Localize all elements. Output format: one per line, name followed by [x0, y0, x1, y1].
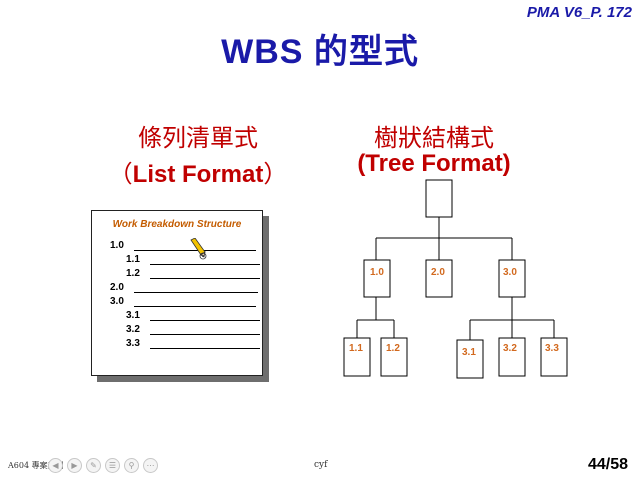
tree-label: 1.0 — [370, 267, 384, 278]
list-format-heading-en: （List Format） — [95, 154, 301, 189]
tree-format-heading-zh: 樹狀結構式 — [374, 124, 494, 152]
list-item-line — [150, 278, 260, 279]
more-icon[interactable]: ⋯ — [143, 458, 158, 473]
tree-root-box — [425, 179, 453, 218]
tree-label: 1.1 — [349, 343, 363, 354]
prev-icon[interactable]: ◀ — [48, 458, 63, 473]
tree-label: 2.0 — [431, 267, 445, 278]
paren-close: ） — [263, 160, 288, 188]
tree-label: 3.1 — [462, 347, 476, 358]
tree-node-3-0 — [498, 259, 526, 298]
tree-node-1-0 — [363, 259, 391, 298]
list-format-label: List Format — [132, 161, 264, 188]
slide-title: WBS 的型式 — [221, 33, 419, 71]
list-item: 3.3 — [92, 338, 262, 352]
list-item-number: 3.0 — [110, 296, 124, 307]
tree-label: 3.0 — [503, 267, 517, 278]
list-item: 2.0 — [92, 282, 262, 296]
wbs-list-document: Work Breakdown Structure 1.0 1.1 1.2 2.0… — [91, 210, 263, 376]
list-item-line — [150, 264, 260, 265]
list-item-number: 2.0 — [110, 282, 124, 293]
slide-nav-bar: ◀ ▶ ✎ ☰ ⚲ ⋯ — [48, 458, 158, 473]
list-item: 1.0 — [92, 240, 262, 254]
tree-node-1-2 — [380, 337, 408, 377]
list-item-number: 3.3 — [126, 338, 140, 349]
tree-node-3-2 — [498, 337, 526, 377]
next-icon[interactable]: ▶ — [67, 458, 82, 473]
tree-node-1-1 — [343, 337, 371, 377]
list-item-line — [150, 334, 260, 335]
list-item-number: 3.2 — [126, 324, 140, 335]
list-item-number: 1.2 — [126, 268, 140, 279]
page-number: 44/58 — [587, 456, 628, 473]
footer-author: cyf — [314, 460, 328, 470]
list-item-line — [150, 348, 260, 349]
tree-format-heading-en: (Tree Format) — [357, 150, 511, 177]
tree-label: 1.2 — [386, 343, 400, 354]
tree-node-3-1 — [456, 339, 484, 379]
menu-icon[interactable]: ☰ — [105, 458, 120, 473]
list-item-number: 1.0 — [110, 240, 124, 251]
tree-node-3-3 — [540, 337, 568, 377]
list-item: 1.1 — [92, 254, 262, 268]
list-item: 3.2 — [92, 324, 262, 338]
pencil-icon — [190, 238, 207, 260]
list-item: 3.1 — [92, 310, 262, 324]
edit-icon[interactable]: ✎ — [86, 458, 101, 473]
document-title: Work Breakdown Structure — [112, 219, 242, 230]
list-item-line — [134, 250, 256, 251]
list-item-line — [134, 292, 258, 293]
list-item-line — [134, 306, 256, 307]
zoom-icon[interactable]: ⚲ — [124, 458, 139, 473]
list-item-number: 3.1 — [126, 310, 140, 321]
list-format-heading-zh: 條列清單式 — [138, 124, 258, 152]
tree-label: 3.3 — [545, 343, 559, 354]
list-item-line — [150, 320, 260, 321]
list-item: 3.0 — [92, 296, 262, 310]
footer-course: A604 專案規劃 — [8, 461, 64, 470]
tree-node-2-0 — [425, 259, 453, 298]
paren-open: （ — [108, 160, 133, 188]
list-item-number: 1.1 — [126, 254, 140, 265]
tree-label: 3.2 — [503, 343, 517, 354]
page-reference: PMA V6_P. 172 — [526, 4, 632, 21]
list-item: 1.2 — [92, 268, 262, 282]
